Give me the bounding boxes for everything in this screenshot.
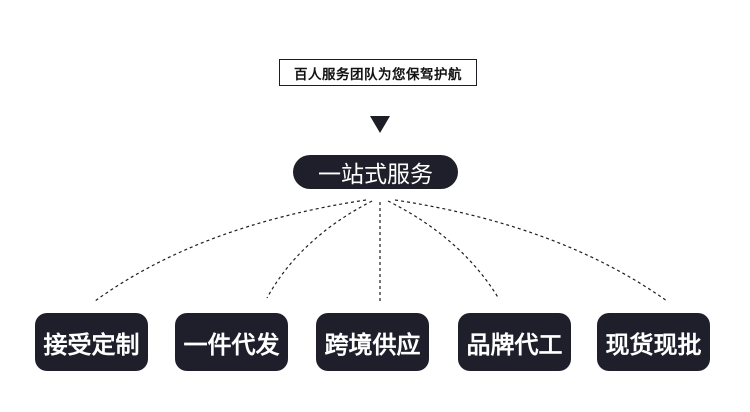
header-title-box: 百人服务团队为您保驾护航 bbox=[279, 59, 477, 86]
connector-2 bbox=[266, 200, 373, 299]
connector-5 bbox=[394, 199, 668, 302]
service-label: 跨境供应 bbox=[324, 330, 421, 359]
service-dropshipping: 一件代发 bbox=[175, 313, 288, 371]
service-label: 一件代发 bbox=[183, 330, 280, 359]
service-custom-orders: 接受定制 bbox=[35, 313, 148, 371]
hub-label: 一站式服务 bbox=[318, 162, 433, 188]
connector-4 bbox=[387, 200, 500, 300]
connector-1 bbox=[94, 199, 367, 302]
hub-one-stop-service: 一站式服务 bbox=[293, 155, 458, 189]
service-label: 接受定制 bbox=[43, 330, 140, 359]
service-label: 现货现批 bbox=[605, 330, 702, 359]
service-wholesale-in-stock: 现货现批 bbox=[597, 313, 710, 371]
service-cross-border-supply: 跨境供应 bbox=[316, 313, 429, 371]
arrow-down-icon bbox=[370, 116, 390, 133]
header-title: 百人服务团队为您保驾护航 bbox=[294, 66, 462, 83]
service-label: 品牌代工 bbox=[466, 330, 563, 359]
service-oem-manufacturing: 品牌代工 bbox=[458, 313, 571, 371]
